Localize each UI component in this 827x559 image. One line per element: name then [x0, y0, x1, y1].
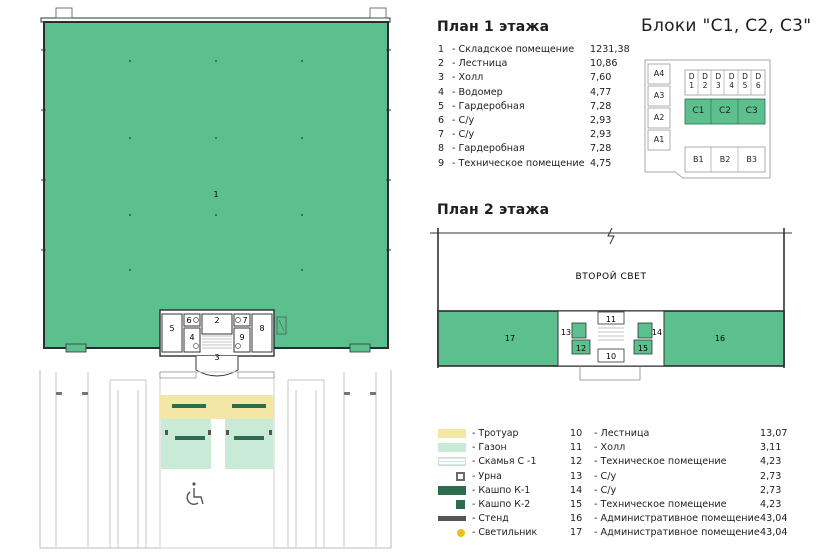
block-d5: D 5: [742, 72, 748, 90]
floor1-plan: 1 2 3 4 5 6 7 8 9: [39, 7, 392, 549]
block-c-row: С1 С2 С3: [685, 99, 765, 124]
legend-swatch: [456, 499, 465, 509]
lawn-right: [225, 419, 273, 469]
block-d4: D 4: [728, 72, 735, 90]
block-a3: А3: [653, 91, 665, 100]
legend-swatch: [438, 457, 466, 467]
plan-label-14: 14: [652, 328, 662, 337]
plan-label-12: 12: [576, 344, 586, 353]
block-b1: В1: [693, 155, 704, 164]
plan-label-4: 4: [189, 333, 194, 342]
legend: - Тротуар - Газон - Скамья С -1 - Урна -…: [438, 427, 578, 541]
block-d6: D 6: [755, 72, 762, 90]
block-d-row: D 1 D 2 D 3 D 4 D 5 D 6: [685, 72, 765, 90]
plan-label-2: 2: [214, 316, 219, 325]
legend-item-sidewalk: - Тротуар: [438, 427, 578, 441]
legend-item-lawn: - Газон: [438, 441, 578, 455]
plan-label-15: 15: [638, 344, 648, 353]
floor2-plan: ВТОРОЙ СВЕТ 10 11 12 13 14 15 16 17: [430, 227, 792, 381]
plan-label-3: 3: [214, 353, 219, 362]
lawn-left: [161, 419, 211, 469]
block-a-column: А4 А3 А2 А1: [648, 64, 670, 152]
plan-label-5: 5: [169, 324, 174, 333]
block-b-row: В1 В2 В3: [685, 147, 765, 172]
plan-label-11: 11: [606, 315, 616, 324]
room-1-warehouse: [43, 21, 389, 349]
plan-label-17: 17: [505, 334, 515, 343]
legend-item-stand: - Стенд: [438, 512, 578, 526]
block-c3: С3: [745, 106, 758, 116]
lamp-icon: [457, 529, 465, 538]
plan-label-13: 13: [561, 328, 571, 337]
plan-label-8: 8: [259, 324, 264, 333]
blocks-title: Блоки "С1, С2, С3": [641, 16, 812, 36]
block-keymap: [644, 59, 771, 179]
legend-swatch: [438, 516, 466, 522]
plan-label-10: 10: [606, 352, 616, 361]
floor2-heading: План 2 этажа: [437, 202, 550, 218]
void-label: ВТОРОЙ СВЕТ: [575, 270, 646, 282]
block-b2: В2: [719, 155, 731, 164]
accessible-parking-icon: [186, 482, 204, 505]
block-b3: В3: [746, 155, 757, 164]
block-a1: А1: [653, 135, 665, 144]
block-a4: А4: [653, 69, 665, 78]
block-d1: D 1: [688, 72, 695, 90]
legend-swatch: [438, 429, 466, 438]
floor1-heading: План 1 этажа: [437, 19, 550, 35]
block-c1: С1: [692, 106, 705, 116]
plan-label-1: 1: [213, 190, 218, 199]
plan-label-16: 16: [715, 334, 725, 343]
block-a2: А2: [653, 113, 665, 122]
plan-label-6: 6: [186, 316, 191, 325]
legend-item-urn: - Урна: [438, 470, 578, 484]
bin-icon: [456, 471, 465, 481]
legend-swatch: [438, 485, 466, 495]
block-d3: D 3: [715, 72, 722, 90]
legend-item-planter-k2: - Кашпо К-2: [438, 498, 578, 512]
legend-item-lamp: - Светильник: [438, 526, 578, 540]
block-c2: С2: [719, 106, 732, 116]
block-d2: D 2: [702, 72, 708, 90]
legend-swatch: [438, 443, 466, 453]
legend-item-bench: - Скамья С -1: [438, 455, 578, 469]
plan-label-7: 7: [242, 316, 247, 325]
legend-item-planter-k1: - Кашпо К-1: [438, 484, 578, 498]
plan-label-9: 9: [239, 333, 244, 342]
